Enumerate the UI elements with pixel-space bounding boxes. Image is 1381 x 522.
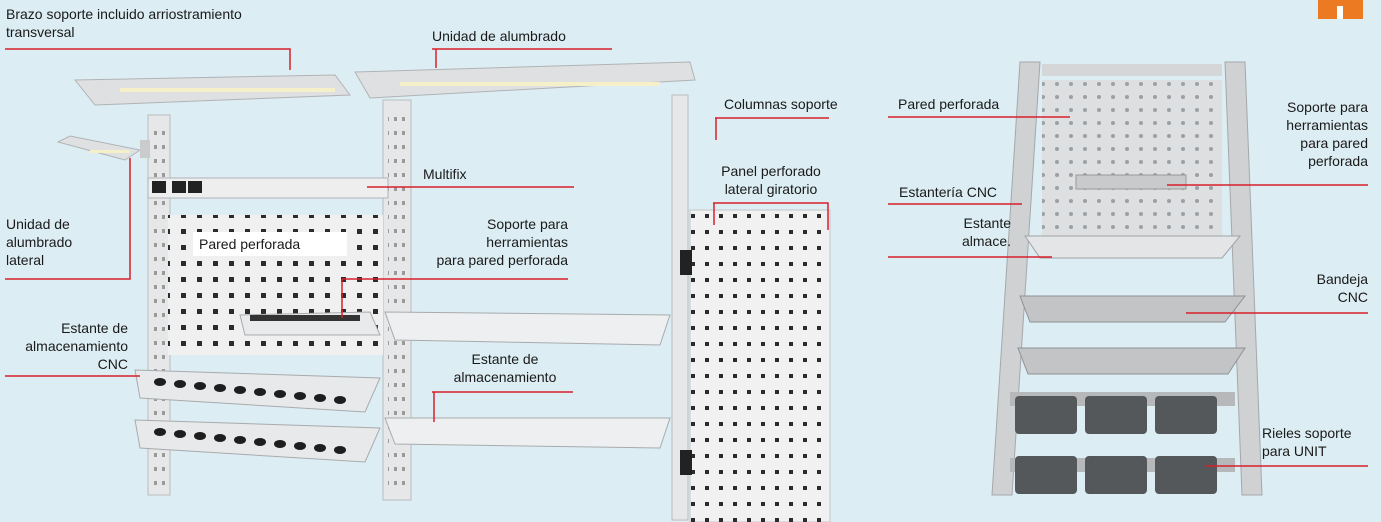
workstation-left: [56, 61, 831, 522]
label-estante-cnc-left: Estante de almacenamiento CNC: [25, 320, 128, 372]
label-estante-almacenamiento: Estante de almacenamiento: [453, 351, 557, 385]
cnc-rack-right: [991, 61, 1263, 496]
label-unidad-alumbrado: Unidad de alumbrado: [432, 28, 566, 44]
label-pared-perforada-right: Pared perforada: [898, 96, 1000, 112]
leader-lines: [5, 48, 1368, 467]
label-estanteria-cnc: Estantería CNC: [899, 184, 998, 200]
label-estante-almace: Estante almace.: [961, 215, 1011, 249]
label-pared-perforada-left: Pared perforada: [193, 232, 347, 256]
label-unidad-alumbrado-lateral: Unidad de alumbrado lateral: [6, 216, 73, 268]
label-rieles-soporte: Rieles soporte para UNIT: [1262, 425, 1352, 459]
label-soporte-herramientas-left: Soporte para herramientas para pared per…: [436, 216, 568, 268]
label-multifix: Multifix: [423, 166, 467, 182]
label-soporte-herramientas-right: Soporte para herramientas para pared per…: [1286, 99, 1368, 169]
label-panel-lateral: Panel perforado lateral giratorio: [721, 163, 821, 197]
orange-tab-marker: [1318, 0, 1363, 19]
label-bandeja-cnc: Bandeja CNC: [1316, 271, 1368, 305]
label-brazo-soporte: Brazo soporte incluido arriostramiento t…: [6, 6, 242, 40]
label-columnas-soporte: Columnas soporte: [724, 96, 838, 112]
